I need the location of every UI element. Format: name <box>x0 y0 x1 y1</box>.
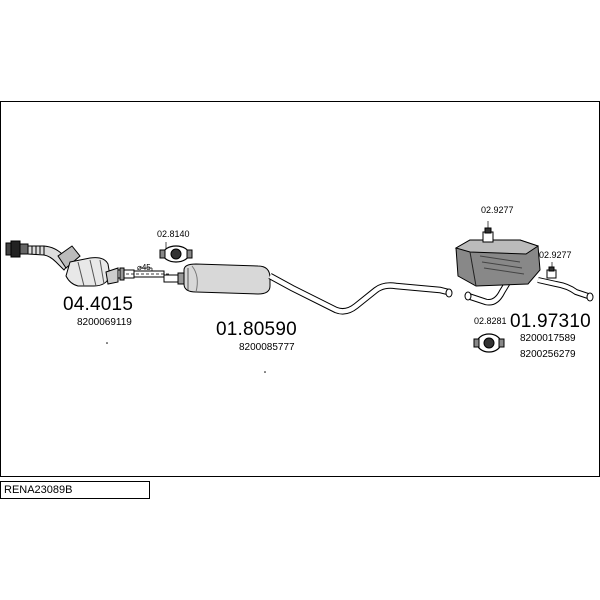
part-number-label: 01.80590 <box>216 319 297 340</box>
clamp-fitting-icon <box>159 242 193 263</box>
pipe-diameter-label: ⌀45 <box>137 263 151 272</box>
catalytic-converter-drawing <box>5 240 170 287</box>
part-number-label: 04.4015 <box>63 294 134 315</box>
marker-dot <box>106 342 108 344</box>
rubber-hanger-icon-1 <box>482 221 494 243</box>
oem-number-label: 8200256279 <box>520 349 576 360</box>
part-number-label: 01.97310 <box>510 311 591 332</box>
fitting-code-label: 02.9277 <box>539 250 572 260</box>
rubber-hanger-icon-2 <box>546 262 557 279</box>
clamp-fitting-icon-2 <box>473 333 505 353</box>
marker-dot <box>264 371 266 373</box>
oem-number-label: 8200017589 <box>520 333 576 344</box>
fitting-code-label: 02.9277 <box>481 205 514 215</box>
reference-code: RENA23089B <box>4 484 73 496</box>
oem-number-label: 8200085777 <box>239 342 295 353</box>
reference-box: RENA23089B <box>0 481 150 499</box>
fitting-code-label: 02.8281 <box>474 316 507 326</box>
middle-pipe-drawing <box>163 263 453 315</box>
rear-muffler-drawing <box>454 239 594 306</box>
fitting-code-label: 02.8140 <box>157 229 190 239</box>
oem-number-label: 8200069119 <box>77 317 132 328</box>
